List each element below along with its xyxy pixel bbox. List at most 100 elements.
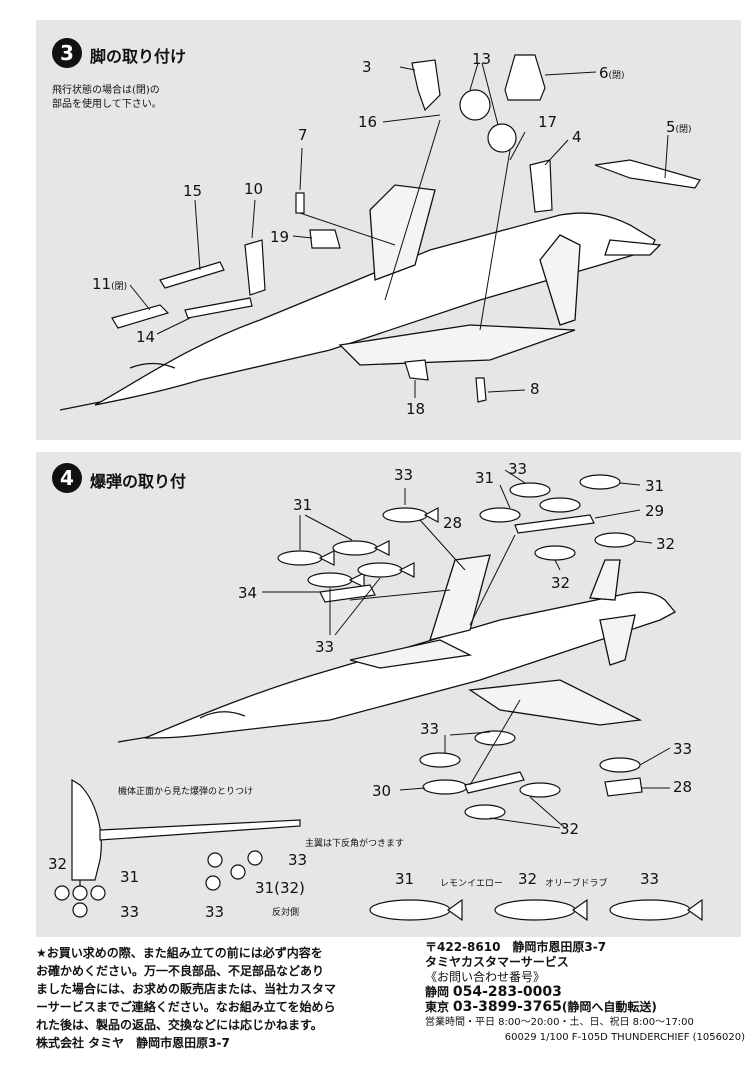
- business-hours: 営業時間・平日 8:00～20:00・土、日、祝日 8:00～17:00: [425, 1017, 694, 1028]
- aircraft-step3: [59, 184, 662, 411]
- bomb-31-label-a: 31: [293, 496, 313, 514]
- part-18-label: 18: [406, 400, 426, 418]
- part-13-label: 13: [472, 50, 492, 68]
- part-3-label: 3: [362, 58, 372, 76]
- part-14-label: 14: [136, 328, 156, 346]
- dihedral-note: 主翼は下反角がつきます: [305, 839, 405, 849]
- tokyo-line: 東京 03-3899-3765(静岡へ自動転送): [425, 1000, 745, 1015]
- bomb-32-label-b: 32: [551, 574, 571, 592]
- front-31-32-label: 31(32): [255, 879, 305, 897]
- company-name: 株式会社 タミヤ 静岡市恩田原3-7: [36, 1036, 230, 1050]
- front-33-label-b: 33: [288, 851, 308, 869]
- part-5-label: 5(閉): [666, 118, 692, 136]
- shizuoka-label: 静岡: [425, 985, 450, 999]
- wheel-13a: [459, 89, 491, 121]
- part-11-closed: (閉): [111, 282, 128, 292]
- bomb-33-label-d: 33: [420, 720, 440, 738]
- part-6: [504, 54, 546, 101]
- front-31-label: 31: [120, 868, 140, 886]
- step-3-note-line2: 部品を使用して下さい。: [52, 99, 162, 110]
- customer-service: タミヤカスタマーサービス: [425, 955, 569, 969]
- warning-line-1: ★お買い求めの際、また組み立ての前には必ず内容を: [36, 946, 323, 960]
- tokyo-forward-note: (静岡へ自動転送): [561, 1000, 657, 1014]
- bombs-step4: [277, 474, 643, 820]
- leader-lines-step4: [262, 469, 671, 829]
- color-33-label: 33: [640, 870, 660, 888]
- front-33-label-c: 33: [205, 903, 225, 921]
- bomb-32-label-a: 32: [656, 535, 676, 553]
- front-33-label-a: 33: [120, 903, 140, 921]
- warning-notice: ★お買い求めの際、また組み立ての前には必ず内容を お確かめください。万一不良部品…: [36, 944, 411, 1052]
- postal-address: 〒422-8610 静岡市恩田原3-7: [425, 940, 607, 954]
- front-view-diagram: [54, 778, 301, 918]
- tokyo-label: 東京: [425, 1000, 450, 1014]
- product-code: 60029 1/100 F-105D THUNDERCHIEF (1056020…: [504, 1032, 745, 1043]
- aircraft-step4: [117, 554, 677, 743]
- part-11-number: 11: [92, 275, 112, 293]
- color-32-label: 32: [518, 870, 538, 888]
- part-15-label: 15: [183, 182, 203, 200]
- part-17-label: 17: [538, 113, 558, 131]
- bomb-33-label-c: 33: [508, 460, 528, 478]
- step-3-note-line1: 飛行状態の場合は(閉)の: [52, 85, 160, 96]
- bomb-31-label-c: 31: [645, 477, 665, 495]
- part-16-label: 16: [358, 113, 378, 131]
- part-6-number: 6: [599, 64, 609, 82]
- color-31-label: 31: [395, 870, 415, 888]
- step-3-note: 飛行状態の場合は(閉)の 部品を使用して下さい。: [52, 84, 162, 112]
- part-8-label: 8: [530, 380, 540, 398]
- part-28-label-b: 28: [673, 778, 693, 796]
- part-5-closed: (閉): [675, 125, 692, 135]
- color-bombs: [369, 898, 703, 922]
- part-11-label: 11(閉): [92, 275, 127, 293]
- part-4-label: 4: [572, 128, 582, 146]
- part-5: [594, 159, 701, 189]
- warning-line-4: ーサービスまでご連絡ください。なお組み立てを始めら: [36, 1000, 336, 1014]
- contact-block: 〒422-8610 静岡市恩田原3-7 タミヤカスタマーサービス 《お問い合わせ…: [425, 940, 745, 1045]
- warning-line-3: ました場合には、お求めの販売店または、当社カスタマ: [36, 982, 337, 996]
- tokyo-phone: 03-3899-3765: [452, 999, 562, 1015]
- part-6-label: 6(閉): [599, 64, 625, 82]
- front-view-caption: 機体正面から見た爆弾のとりつけ: [118, 787, 254, 797]
- wheel-13b: [487, 123, 517, 153]
- step-3-number: 3: [52, 38, 82, 68]
- part-6-closed: (閉): [608, 71, 625, 81]
- bomb-33-label-a: 33: [394, 466, 414, 484]
- part-8: [475, 377, 487, 403]
- bomb-33-label-e: 33: [673, 740, 693, 758]
- part-30-label: 30: [372, 782, 392, 800]
- part-10: [244, 239, 266, 296]
- part-3: [411, 59, 441, 112]
- step-4-number: 4: [52, 463, 82, 493]
- part-7-label: 7: [298, 126, 308, 144]
- part-29-label: 29: [645, 502, 665, 520]
- shizuoka-line: 静岡 054-283-0003: [425, 985, 745, 1000]
- lemon-yellow-label: レモンイエロー: [440, 879, 503, 889]
- part-15: [159, 261, 225, 289]
- inquiry-heading: 《お問い合わせ番号》: [425, 970, 546, 984]
- part-28-label-a: 28: [443, 514, 463, 532]
- part-18: [404, 359, 429, 381]
- step-4-title: 爆弾の取り付: [90, 472, 187, 491]
- shizuoka-phone: 054-283-0003: [452, 984, 562, 1000]
- part-4: [529, 159, 553, 213]
- leader-lines-step3: [129, 62, 669, 398]
- front-32-label: 32: [48, 855, 68, 873]
- parts-step3: [111, 54, 701, 403]
- warning-line-2: お確かめください。万一不良部品、不足部品などあり: [36, 964, 325, 978]
- part-5-number: 5: [666, 118, 676, 136]
- warning-line-5: れた後は、製品の返品、交換などには応じかねます。: [36, 1018, 323, 1032]
- step-3-title: 脚の取り付け: [90, 47, 187, 66]
- part-19: [309, 229, 341, 249]
- part-34-label: 34: [238, 584, 258, 602]
- olive-drab-label: オリーブドラブ: [545, 879, 608, 889]
- part-10-label: 10: [244, 180, 264, 198]
- part-14: [184, 297, 253, 319]
- bomb-32-label-c: 32: [560, 820, 580, 838]
- part-11: [111, 304, 170, 329]
- bomb-33-label-b: 33: [315, 638, 335, 656]
- part-7: [295, 192, 305, 214]
- part-19-label: 19: [270, 228, 290, 246]
- opposite-side-label: 反対側: [272, 908, 300, 918]
